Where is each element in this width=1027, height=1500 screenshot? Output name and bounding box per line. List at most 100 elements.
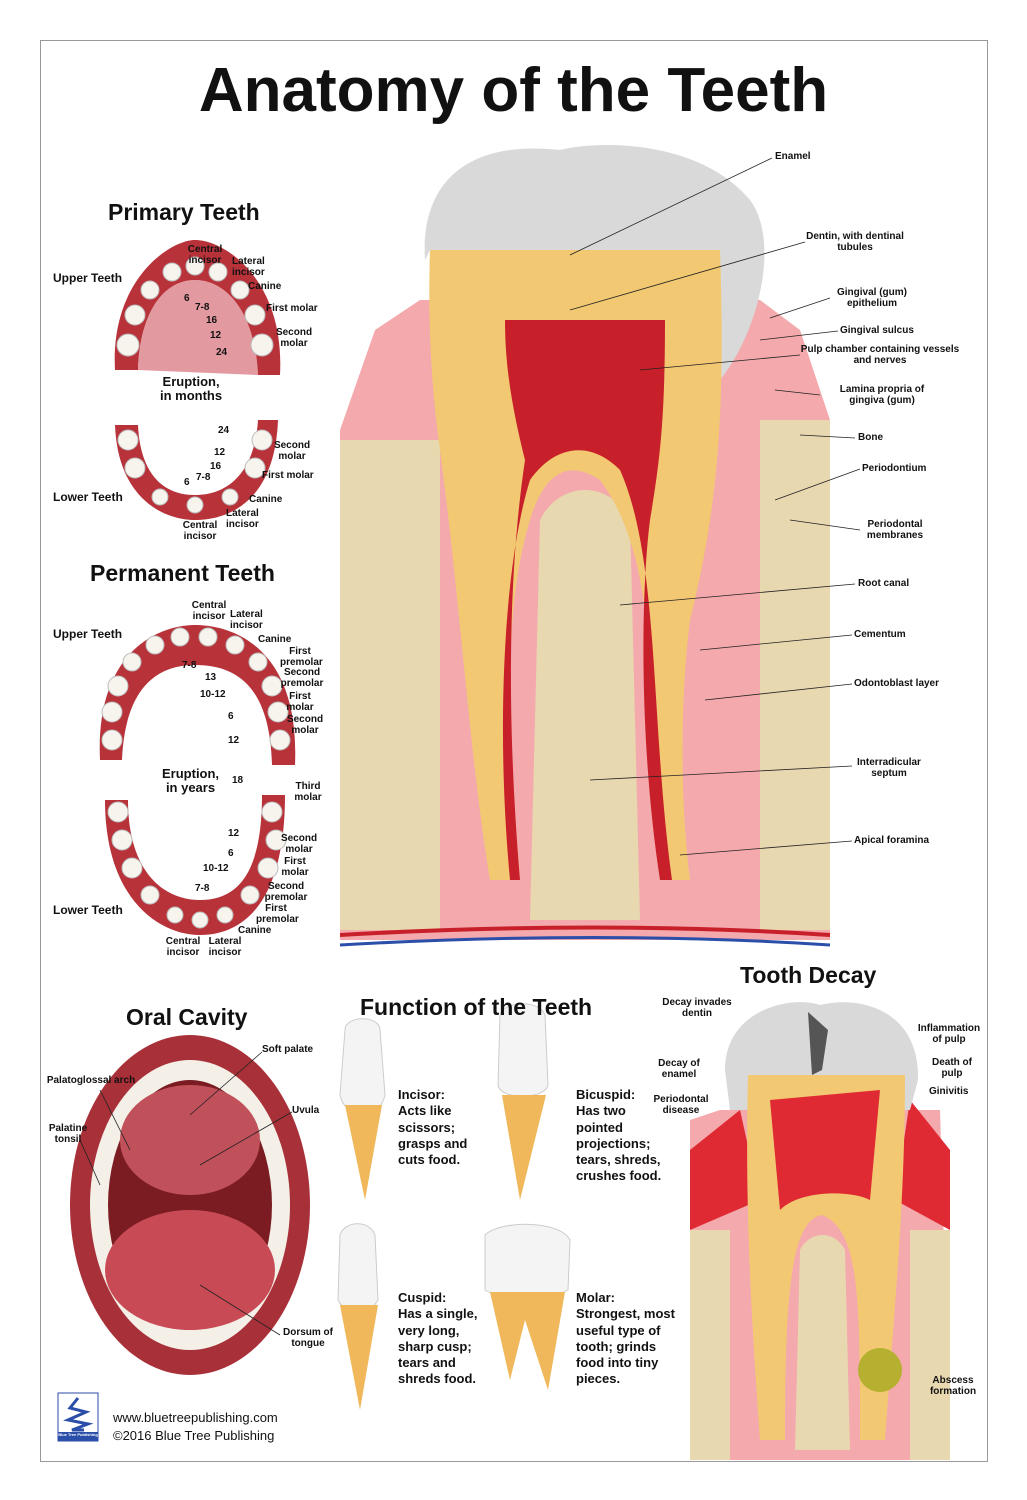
label-inflammation-of-pulp: Inflammation of pulp [917,1023,981,1045]
tooth-type: Bicuspid: [576,1087,636,1102]
label: Central incisor [187,244,223,266]
label-dentin: Dentin, with dentinal tubules [806,231,904,253]
label-palatine-tonsil: Palatine tonsil [48,1123,88,1145]
label: Lateral incisor [208,936,242,958]
primary-upper-title: Upper Teeth [53,271,123,285]
tooth-type: Cuspid: [398,1290,447,1305]
label-periodontal-membranes: Periodontal membranes [866,519,924,541]
eruption-number: 24 [218,425,230,436]
label: Lateral incisor [230,609,263,631]
label: Second molar [280,833,318,855]
molar-description: Molar:Strongest, most useful type of too… [576,1290,686,1388]
eruption-number: 10-12 [200,689,226,700]
label-uvula: Uvula [292,1105,320,1116]
primary-teeth-heading: Primary Teeth [108,199,260,225]
label: Second molar [286,714,324,736]
primary-eruption: Eruption,in months [160,375,222,402]
label-dorsum-of-tongue: Dorsum of tongue [283,1327,333,1349]
eruption-number: 12 [228,735,240,746]
eruption-line: Eruption, [162,766,220,781]
label: Second premolar [280,667,324,689]
primary-upper-arch [114,240,281,375]
label-soft-palate: Soft palate [262,1044,314,1055]
label-periodontium: Periodontium [862,463,927,474]
function-heading: Function of the Teeth [360,994,593,1020]
permanent-upper-arch [99,625,296,765]
eruption-number: 6 [228,711,234,722]
eruption-number: 16 [206,315,218,326]
label-palatoglossal-arch: Palatoglossal arch [46,1075,136,1086]
cuspid-description: Cuspid:Has a single, very long, sharp cu… [398,1290,484,1388]
label: Canine [248,281,282,292]
label: First molar [266,303,318,314]
eruption-line: in years [165,779,216,795]
function-teeth [337,1003,571,1410]
label: Third molar [294,781,322,803]
eruption-number: 6 [184,477,190,488]
eruption-number: 12 [214,447,226,458]
eruption-number: 12 [228,828,240,839]
label-gingival-epithelium: Gingival (gum) epithelium [837,287,907,309]
permanent-teeth-heading: Permanent Teeth [90,560,275,586]
label-gingival-sulcus: Gingival sulcus [840,325,914,336]
eruption-number: 6 [184,293,190,304]
tooth-function: Has a single, very long, sharp cusp; tea… [398,1306,478,1387]
label-apical-foramina: Apical foramina [854,835,930,846]
tooth-function: Has two pointed projections; tears, shre… [576,1103,662,1184]
tooth-type: Incisor: [398,1087,445,1102]
tooth-type: Molar: [576,1290,615,1305]
label-root-canal: Root canal [858,578,910,589]
tooth-function: Strongest, most useful type of tooth; gr… [576,1306,675,1387]
oral-cavity-diagram [70,1035,310,1375]
label: Central incisor [191,600,227,622]
eruption-number: 18 [232,775,244,786]
eruption-number: 6 [228,848,234,859]
label-enamel: Enamel [775,151,811,162]
bicuspid-description: Bicuspid:Has two pointed projections; te… [576,1087,671,1185]
label-lamina-propria: Lamina propria of gingiva (gum) [839,384,925,406]
label: Canine [258,634,292,645]
label-death-of-pulp: Death of pulp [932,1057,972,1079]
label: Second premolar [264,881,308,903]
incisor-description: Incisor:Acts like scissors; grasps and c… [398,1087,478,1168]
tooth-function: Acts like scissors; grasps and cuts food… [398,1103,468,1167]
label-periodontal-disease: Periodontal disease [653,1094,709,1116]
permanent-upper-title: Upper Teeth [53,627,123,641]
eruption-number: 7-8 [195,302,210,313]
label: Canine [238,925,272,936]
oral-cavity-heading: Oral Cavity [126,1004,248,1030]
label-pulp-chamber: Pulp chamber containing vessels and nerv… [800,344,960,366]
tooth-decay-heading: Tooth Decay [740,962,877,988]
label-abscess-formation: Abscess formation [929,1375,977,1397]
label: First molar [281,856,309,878]
label: Canine [249,494,283,505]
label: Central incisor [182,520,218,542]
eruption-number: 24 [216,347,228,358]
label-decay-of-enamel: Decay of enamel [658,1058,700,1080]
label-ginivitis: Ginivitis [929,1086,969,1097]
website-link[interactable]: www.bluetreepublishing.com [113,1410,278,1425]
label-bone: Bone [858,432,883,443]
eruption-number: 7-8 [196,472,211,483]
label-odontoblast-layer: Odontoblast layer [854,678,940,689]
permanent-eruption: Eruption,in years [162,767,219,794]
label: First molar [286,691,314,713]
blue-tree-logo [57,1392,99,1442]
permanent-lower-title: Lower Teeth [53,903,123,917]
label: Central incisor [165,936,201,958]
main-tooth-diagram [339,145,831,947]
leader-lines [79,157,861,1336]
logo-text: Blue Tree Publishing [58,1432,98,1437]
label: First premolar [256,903,299,925]
label: Second molar [275,327,313,349]
label: First premolar [280,646,323,668]
eruption-number: 12 [210,330,222,341]
eruption-number: 7-8 [195,883,210,894]
poster-frame [40,40,988,1462]
label: First molar [262,470,314,481]
label: Lateral incisor [232,256,265,278]
primary-lower-title: Lower Teeth [53,490,123,504]
eruption-number: 16 [210,461,222,472]
copyright: ©2016 Blue Tree Publishing [113,1428,275,1443]
